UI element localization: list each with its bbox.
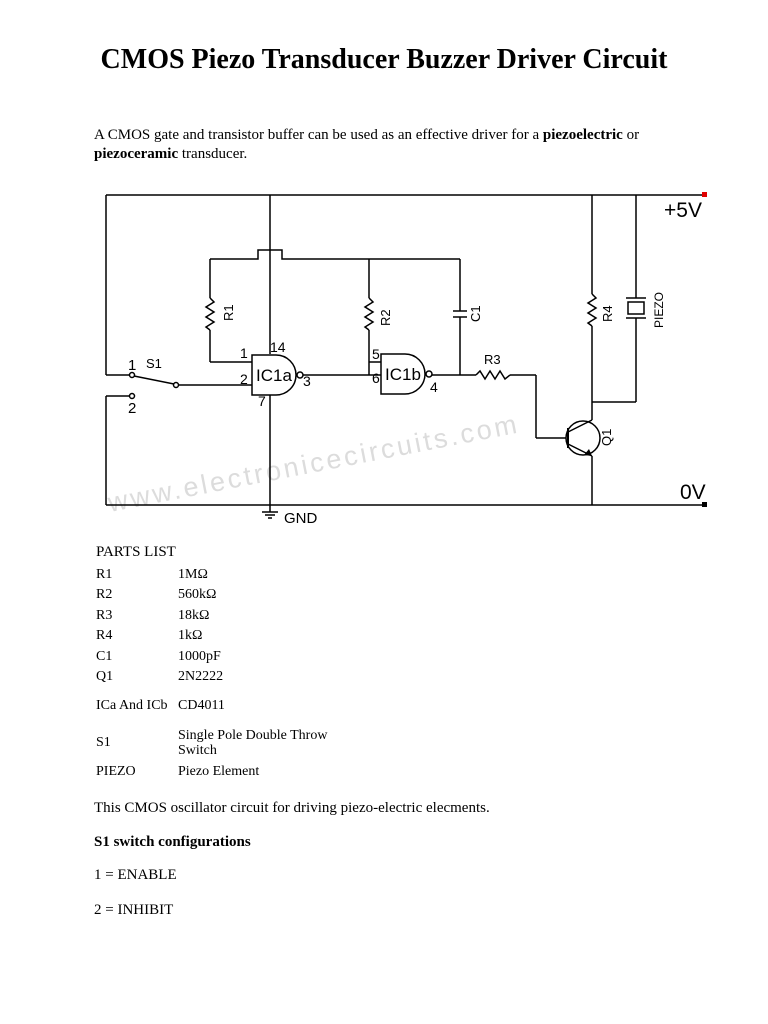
s1-config-heading: S1 switch configurations — [94, 834, 251, 850]
part-value: CD4011 — [178, 698, 225, 713]
table-row: R2 560kΩ — [94, 585, 360, 606]
ic1a-pin7: 7 — [258, 393, 266, 409]
table-row: PIEZO Piezo Element — [94, 761, 360, 782]
r3-label: R3 — [484, 352, 501, 367]
ground-rail-label: 0V — [680, 481, 706, 504]
part-value: 560kΩ — [178, 587, 217, 603]
part-value: Single Pole Double Throw Switch — [178, 727, 328, 758]
table-row: C1 1000pF — [94, 646, 360, 667]
part-value: 18kΩ — [178, 607, 210, 623]
intro-bold-piezoceramic: piezoceramic — [94, 146, 179, 162]
table-row: ICa And ICb CD4011 — [94, 687, 360, 724]
config-inhibit: 2 = INHIBIT — [94, 902, 174, 918]
piezo-label: PIEZO — [652, 292, 666, 328]
parts-list-table: R1 1MΩ R2 560kΩ R3 18kΩ R4 1kΩ C1 1000pF Q1 2N… — [94, 564, 360, 782]
part-ref: R4 — [96, 628, 113, 644]
page-title: CMOS Piezo Transducer Buzzer Driver Circ… — [100, 44, 668, 75]
part-value: 1000pF — [178, 648, 221, 664]
part-ref: ICa And ICb — [96, 698, 168, 713]
ic1a-pin14: 14 — [270, 339, 286, 355]
r4-label: R4 — [600, 305, 615, 322]
s1-pin2-label: 2 — [128, 400, 136, 417]
circuit-schematic: www.electronicecircuits.com +5V 0V S1 1 … — [0, 180, 768, 530]
intro-text-3: transducer. — [178, 146, 248, 162]
ic1b-pin4: 4 — [430, 379, 438, 395]
ic1a-label: IC1a — [256, 366, 292, 385]
ic1a-pin3: 3 — [303, 373, 311, 389]
gnd-label: GND — [284, 510, 318, 527]
s1-label: S1 — [146, 356, 162, 371]
ic1b-pin6: 6 — [372, 370, 380, 386]
part-value: 2N2222 — [178, 669, 224, 685]
c1-label: C1 — [468, 305, 483, 322]
part-ref: R1 — [96, 566, 113, 582]
supply-label: +5V — [664, 199, 702, 222]
r1-label: R1 — [221, 304, 236, 321]
s1-pin1-label: 1 — [128, 357, 136, 374]
table-row: S1 Single Pole Double Throw Switch — [94, 724, 360, 761]
ic1a-pin2: 2 — [240, 371, 248, 387]
part-ref: C1 — [96, 648, 113, 664]
watermark-text: www.electronicecircuits.com — [104, 409, 522, 519]
part-ref: R2 — [96, 587, 113, 603]
intro-bold-piezoelectric: piezoelectric — [542, 127, 623, 143]
part-value: 1MΩ — [178, 566, 208, 582]
config-enable: 1 = ENABLE — [94, 867, 177, 883]
ic1a-pin1: 1 — [240, 345, 248, 361]
table-row: Q1 2N2222 — [94, 667, 360, 688]
part-value: Piezo Element — [178, 763, 260, 779]
table-row: R4 1kΩ — [94, 626, 360, 647]
table-row: R3 18kΩ — [94, 605, 360, 626]
part-ref: S1 — [96, 735, 111, 750]
description-paragraph: This CMOS oscillator circuit for driving… — [94, 800, 490, 816]
ic1b-pin5: 5 — [372, 346, 380, 362]
intro-text-2: or — [622, 127, 640, 143]
part-ref: Q1 — [96, 669, 114, 685]
intro-paragraph: A CMOS gate and transistor buffer can be… — [94, 126, 694, 164]
intro-text-1: A CMOS gate and transistor buffer can be… — [94, 127, 543, 143]
q1-label: Q1 — [599, 429, 614, 446]
parts-list-heading: PARTS LIST — [96, 544, 176, 560]
ic1b-label: IC1b — [385, 365, 421, 384]
r2-label: R2 — [378, 309, 393, 326]
part-value: 1kΩ — [178, 628, 203, 644]
part-ref: PIEZO — [96, 763, 136, 779]
part-ref: R3 — [96, 607, 113, 623]
table-row: R1 1MΩ — [94, 564, 360, 585]
